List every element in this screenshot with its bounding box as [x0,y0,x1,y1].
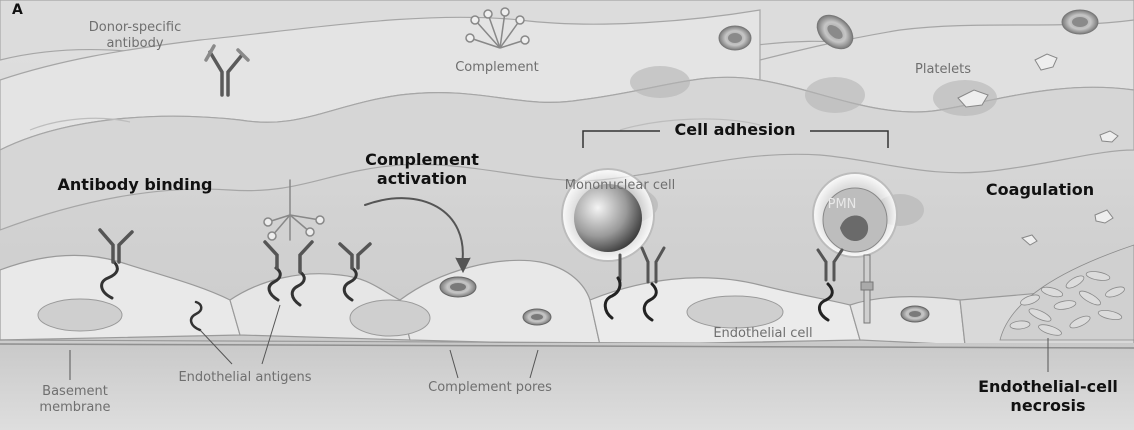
pmn-label: PMN [822,197,862,213]
endothelial-antigens-label: Endothelial antigens [160,370,330,386]
complement-pores-label: Complement pores [405,380,575,396]
red-blood-cell-icon [523,309,551,325]
mononuclear-cell-label: Mononuclear cell [555,178,685,194]
red-blood-cell-icon [1062,10,1098,34]
basement-membrane-line2: membrane [30,400,120,416]
complement-activation-line1: Complement [362,150,482,169]
panel-letter: A [12,2,23,18]
complement-activation-heading: Complement activation [362,150,482,188]
complement-label: Complement [442,60,552,76]
basement-membrane-label: Basement membrane [30,384,120,415]
donor-specific-antibody-line1: Donor-specific [80,20,190,36]
complement-activation-line2: activation [362,169,482,188]
donor-specific-antibody-label: Donor-specific antibody [80,20,190,51]
donor-specific-antibody-line2: antibody [80,36,190,52]
antibody-binding-heading: Antibody binding [55,175,215,194]
endothelial-cell-label: Endothelial cell [698,326,828,342]
necrosis-line2: necrosis [968,396,1128,415]
necrosis-line1: Endothelial-cell [968,377,1128,396]
basement-membrane-line1: Basement [30,384,120,400]
cell-adhesion-heading: Cell adhesion [660,120,810,139]
platelets-label: Platelets [898,62,988,78]
coagulation-heading: Coagulation [975,180,1105,199]
red-blood-cell-icon [440,277,476,297]
endothelial-cell-necrosis-heading: Endothelial-cell necrosis [968,377,1128,415]
red-blood-cell-icon [901,306,929,322]
red-blood-cell-icon [719,26,751,50]
